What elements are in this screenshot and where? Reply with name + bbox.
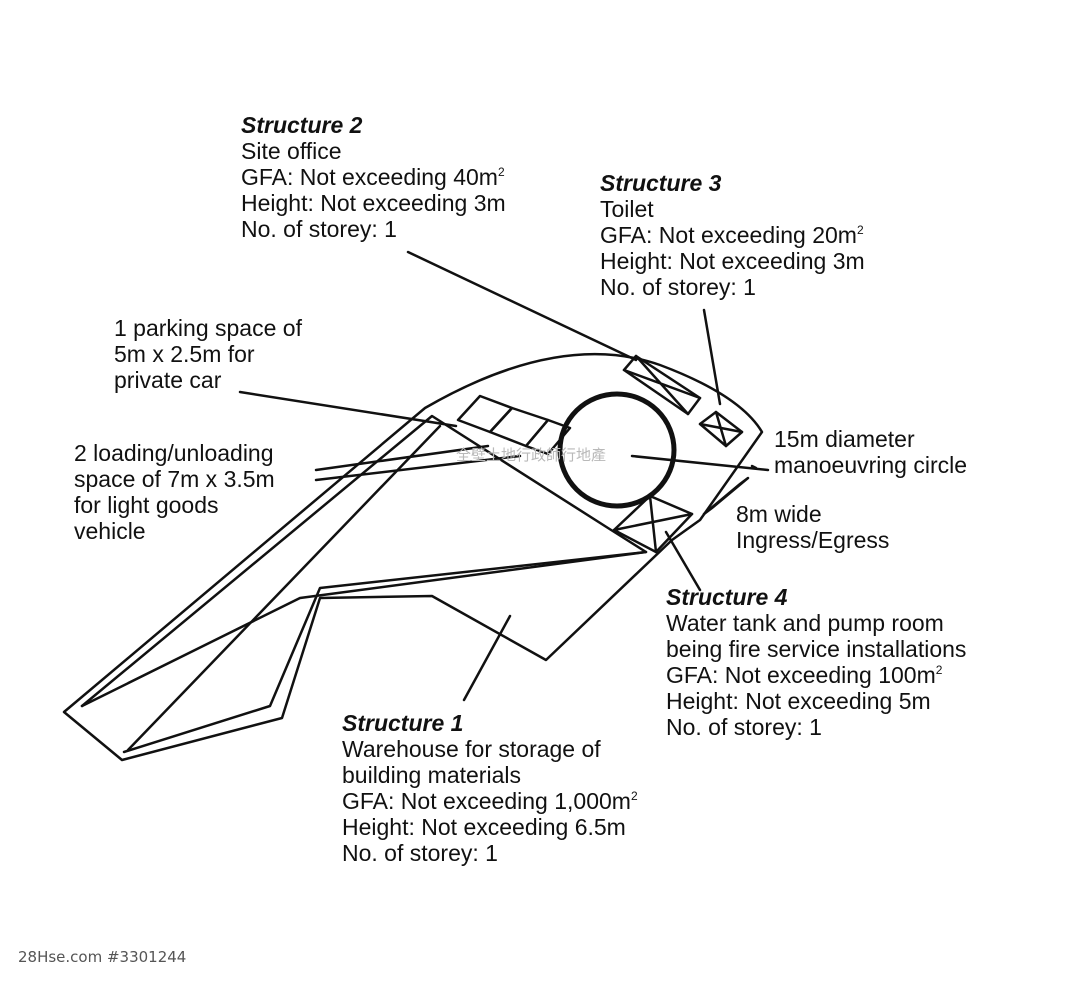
leader-parking	[238, 390, 458, 428]
loading-bay	[488, 406, 550, 448]
leader-structure-2	[406, 250, 638, 362]
ingress-line-1: 8m wide	[736, 501, 822, 527]
parking-line-1: 1 parking space of	[114, 315, 302, 341]
structure-4-cross	[612, 494, 694, 554]
structure-3-height: Height: Not exceeding 3m	[600, 248, 865, 274]
leader-circle	[630, 454, 770, 472]
site-boundary-outer	[62, 352, 764, 762]
leader-loading-b	[314, 454, 522, 482]
structure-2-gfa: GFA: Not exceeding 40m2	[241, 164, 505, 190]
structure-1-name-1: Warehouse for storage of	[342, 736, 601, 762]
parking-bay	[524, 418, 572, 456]
ingress-label: 8m wide Ingress/Egress	[736, 501, 889, 553]
structure-2-storey: No. of storey: 1	[241, 216, 397, 242]
structure-1-gfa: GFA: Not exceeding 1,000m2	[342, 788, 638, 814]
structure-3-name: Toilet	[600, 196, 654, 222]
lower-edge-line	[80, 550, 648, 708]
parking-line-2: 5m x 2.5m for	[114, 341, 255, 367]
ingress-gate	[702, 476, 750, 516]
access-line	[126, 424, 442, 752]
parking-label: 1 parking space of 5m x 2.5m for private…	[114, 315, 302, 393]
structure-2-label: Structure 2 Site office GFA: Not exceedi…	[241, 112, 506, 242]
structure-4-label: Structure 4 Water tank and pump room bei…	[666, 584, 966, 740]
structure-4-height: Height: Not exceeding 5m	[666, 688, 931, 714]
circle-label: 15m diameter manoeuvring circle	[774, 426, 967, 478]
structure-2-name: Site office	[241, 138, 342, 164]
structure-4-name-1: Water tank and pump room	[666, 610, 944, 636]
structure-1-height: Height: Not exceeding 6.5m	[342, 814, 626, 840]
watermark: 全壁土地行政師行地產	[456, 447, 607, 464]
parking-line-3: private car	[114, 367, 222, 393]
structure-2-title: Structure 2	[241, 112, 363, 138]
leader-loading-a	[314, 444, 490, 472]
loading-bay	[456, 394, 514, 434]
leader-structure-4	[664, 530, 702, 592]
credit-text: 28Hse.com #3301244	[18, 948, 187, 966]
loading-line-1: 2 loading/unloading	[74, 440, 274, 466]
loading-line-2: space of 7m x 3.5m	[74, 466, 275, 492]
structure-2-height: Height: Not exceeding 3m	[241, 190, 506, 216]
loading-line-4: vehicle	[74, 518, 146, 544]
loading-line-3: for light goods	[74, 492, 219, 518]
structure-3-cross	[698, 410, 744, 448]
structure-1-label: Structure 1 Warehouse for storage of bui…	[342, 710, 638, 866]
structure-1-storey: No. of storey: 1	[342, 840, 498, 866]
structure-4-gfa: GFA: Not exceeding 100m2	[666, 662, 943, 688]
structure-3-gfa: GFA: Not exceeding 20m2	[600, 222, 864, 248]
structure-4-name-2: being fire service installations	[666, 636, 967, 662]
structure-2-cross	[622, 354, 702, 416]
manoeuvring-circle	[557, 391, 677, 509]
ingress-line-2: Ingress/Egress	[736, 527, 890, 553]
leader-ingress	[750, 464, 758, 470]
circle-line-2: manoeuvring circle	[774, 452, 968, 478]
leader-structure-1	[462, 614, 512, 702]
structure-1-name-2: building materials	[342, 762, 521, 788]
structure-3-label: Structure 3 Toilet GFA: Not exceeding 20…	[600, 170, 865, 300]
leader-structure-3	[702, 308, 722, 406]
structure-4-storey: No. of storey: 1	[666, 714, 822, 740]
loading-label: 2 loading/unloading space of 7m x 3.5m f…	[74, 440, 275, 544]
structure-3-title: Structure 3	[600, 170, 722, 196]
circle-line-1: 15m diameter	[774, 426, 915, 452]
structure-3-storey: No. of storey: 1	[600, 274, 756, 300]
structure-1-title: Structure 1	[342, 710, 464, 736]
structure-4-title: Structure 4	[666, 584, 788, 610]
